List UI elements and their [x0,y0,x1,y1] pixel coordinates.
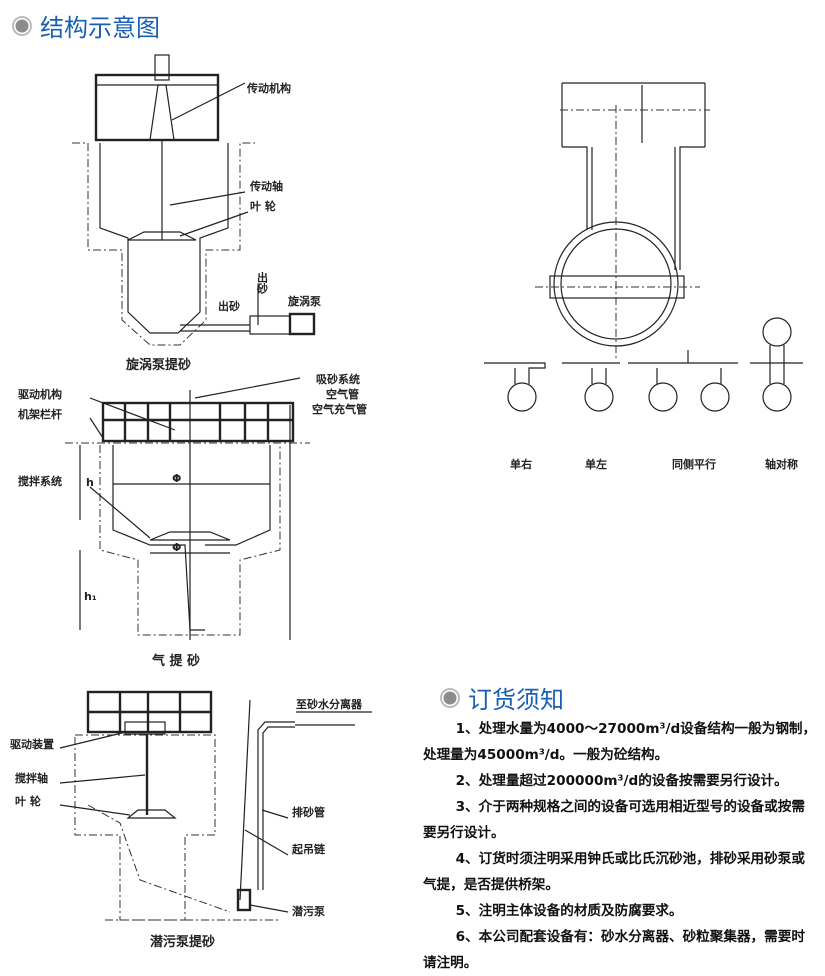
layout-parallel: 同侧平行 [672,457,716,471]
label-phi1: Φ [172,472,181,485]
note-item: 5、注明主体设备的材质及防腐要求。 [455,903,683,919]
note-item: 2、处理量超过200000m³/d的设备按需要另行设计。 [455,773,788,789]
radio-bullet-icon [12,15,32,36]
label-h1: h₁ [84,590,97,603]
layout-icons [484,317,803,412]
label-chain: 起吊链 [291,842,326,856]
order-heading: 订货须知 [440,680,564,715]
vortex-pump-diagram: 传动机构 传动轴 叶 轮 出砂 出砂 旋涡泵 旋涡泵提砂 [72,54,321,373]
label-sand-out: 出砂 [218,299,240,313]
caption-sewage-pump: 潜污泵提砂 [150,934,215,950]
label-drive: 驱动机构 [18,387,62,401]
note-item: 4、订货时须注明采用钟氏或比氏沉砂池，排砂采用砂泵或气提，是否提供桥架。 [423,851,805,893]
air-lift-diagram: 吸砂系统 空气管 空气充气管 驱动机构 机架栏杆 搅拌系统 h h₁ Φ Φ 气… [18,372,367,669]
sewage-pump-diagram: 至砂水分离器 驱动装置 搅拌轴 叶 轮 排砂管 起吊链 潜污泵 潜污泵提砂 [10,690,372,950]
order-title: 订货须知 [468,686,564,714]
label-pump: 潜污泵 [292,904,325,918]
layout-left: 单左 [585,457,607,471]
plan-view-diagram: 单右 单左 同侧平行 轴对称 [484,82,803,471]
label-mixer: 搅拌系统 [18,474,62,488]
note-item: 1、处理水量为4000～27000m³/d设备结构一般为钢制，处理量为45000… [423,721,817,763]
label-railing: 机架栏杆 [18,407,62,421]
label-drive: 驱动装置 [10,737,54,751]
note-item: 6、本公司配套设备有：砂水分离器、砂粒聚集器，需要时请注明。 [423,929,805,971]
label-pump: 旋涡泵 [287,294,321,308]
label-suction: 吸砂系统 [316,372,360,386]
structure-heading: 结构示意图 [12,8,160,43]
label-phi2: Φ [172,541,181,554]
layout-right: 单右 [510,457,532,471]
label-shaft: 搅拌轴 [15,771,48,785]
label-discharge-pipe: 排砂管 [292,805,325,819]
label-air-pipe: 空气管 [326,387,359,401]
label-shaft: 传动轴 [249,179,283,193]
structure-title: 结构示意图 [40,14,160,42]
label-to-separator: 至砂水分离器 [296,697,363,711]
order-notes: 1、处理水量为4000～27000m³/d设备结构一般为钢制，处理量为45000… [423,716,818,976]
label-drive: 传动机构 [246,81,291,95]
caption-vortex-pump: 旋涡泵提砂 [125,357,191,373]
caption-air-lift: 气 提 砂 [152,653,200,669]
radio-bullet-icon [440,687,460,708]
label-h: h [86,476,94,489]
label-impeller: 叶 轮 [15,794,41,808]
label-impeller: 叶 轮 [250,199,276,213]
label-sand-out-vertical: 出砂 [256,271,269,295]
layout-symmetric: 轴对称 [765,457,798,471]
note-item: 3、介于两种规格之间的设备可选用相近型号的设备或按需要另行设计。 [423,799,805,841]
label-air-charge-pipe: 空气充气管 [312,402,367,416]
